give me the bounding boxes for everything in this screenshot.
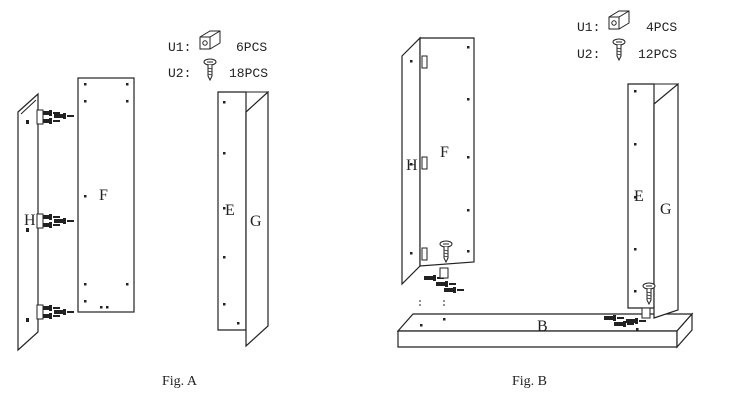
caption-fig-b: Fig. B	[512, 374, 547, 389]
legend-b-u2-qty: 12PCS	[638, 47, 677, 62]
connectors-bottom	[36, 304, 75, 320]
legend-a: U1: 6PCS U2: 18PCS	[168, 30, 268, 81]
legend-b: U1: 4PCS U2: 12PCS	[577, 10, 677, 62]
caption-fig-a: Fig. A	[162, 374, 198, 389]
label-f: F	[99, 187, 108, 204]
fig-b: B H F	[396, 10, 694, 389]
screw-icon	[612, 38, 626, 61]
legend-b-u2-code: U2:	[577, 47, 600, 62]
legend-a-u2-qty: 18PCS	[229, 66, 268, 81]
label-f-b: F	[440, 144, 449, 161]
cam-lock-icon	[199, 30, 221, 50]
label-g: G	[250, 213, 262, 230]
label-h-b: H	[406, 157, 418, 174]
screw-icon	[203, 58, 217, 81]
cam-lock-icon	[608, 10, 630, 30]
connectors-f-base	[419, 240, 465, 306]
fig-a: H F E G	[17, 30, 269, 389]
label-b: B	[537, 318, 548, 335]
label-h: H	[24, 212, 36, 229]
connectors-middle	[36, 213, 75, 229]
legend-a-u2-code: U2:	[168, 66, 191, 81]
panel-f-h	[401, 36, 475, 286]
label-e-b: E	[634, 188, 644, 205]
legend-a-u1-code: U1:	[168, 40, 191, 55]
panel-h	[17, 92, 39, 352]
panel-e-g	[217, 90, 269, 348]
legend-b-u1-code: U1:	[577, 20, 600, 35]
label-e: E	[225, 202, 235, 219]
connectors-e-base	[603, 282, 656, 328]
legend-b-u1-qty: 4PCS	[646, 20, 677, 35]
legend-a-u1-qty: 6PCS	[236, 40, 267, 55]
label-g-b: G	[660, 201, 672, 218]
panel-e-g-b	[627, 82, 679, 319]
panel-f	[77, 77, 135, 313]
connectors-top	[36, 109, 75, 125]
